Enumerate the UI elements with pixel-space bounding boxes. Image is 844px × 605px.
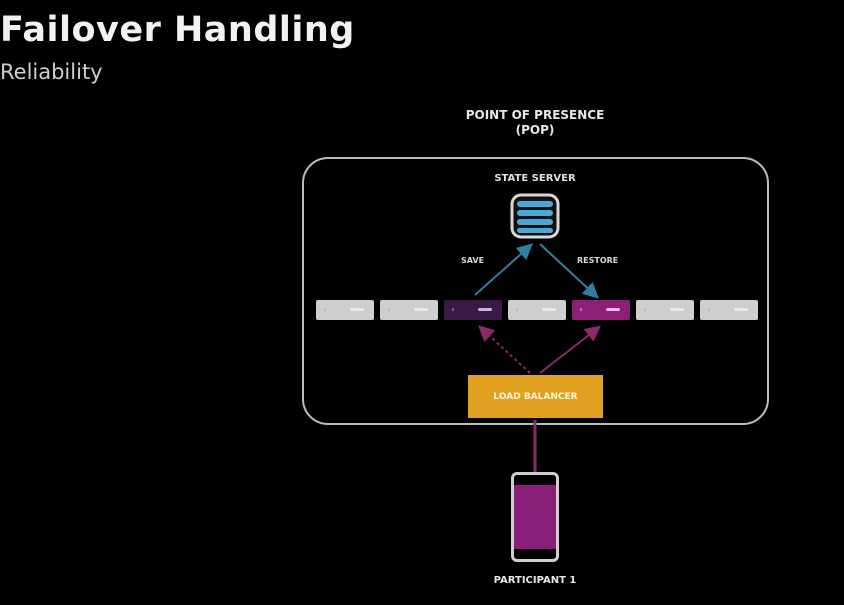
phone-screen: [514, 485, 556, 549]
media-server-7: [700, 300, 758, 320]
save-label: SAVE: [461, 256, 485, 265]
slide-subtitle: Reliability: [0, 60, 103, 84]
load-balancer-label: LOAD BALANCER: [493, 391, 578, 402]
media-server-5-active: [572, 300, 630, 320]
media-server-3-previous: [444, 300, 502, 320]
pop-label-line1: POINT OF PRESENCE: [465, 108, 605, 122]
load-balancer: LOAD BALANCER: [468, 375, 603, 418]
database-icon: [510, 193, 560, 239]
save-arrow: [474, 243, 533, 296]
active-route-arrow: [539, 325, 602, 374]
phone-icon: [511, 472, 559, 562]
restore-label: RESTORE: [577, 256, 619, 265]
state-server-label: STATE SERVER: [494, 173, 576, 184]
media-server-2: [380, 300, 438, 320]
media-server-6: [636, 300, 694, 320]
participant-label: PARTICIPANT 1: [493, 575, 577, 586]
previous-route-arrow: [478, 325, 531, 374]
media-server-1: [316, 300, 374, 320]
slide-title: Failover Handling: [0, 10, 355, 50]
restore-arrow: [539, 243, 599, 299]
media-server-4: [508, 300, 566, 320]
pop-label: POINT OF PRESENCE (POP): [420, 108, 650, 138]
pop-label-line2: (POP): [515, 123, 555, 137]
